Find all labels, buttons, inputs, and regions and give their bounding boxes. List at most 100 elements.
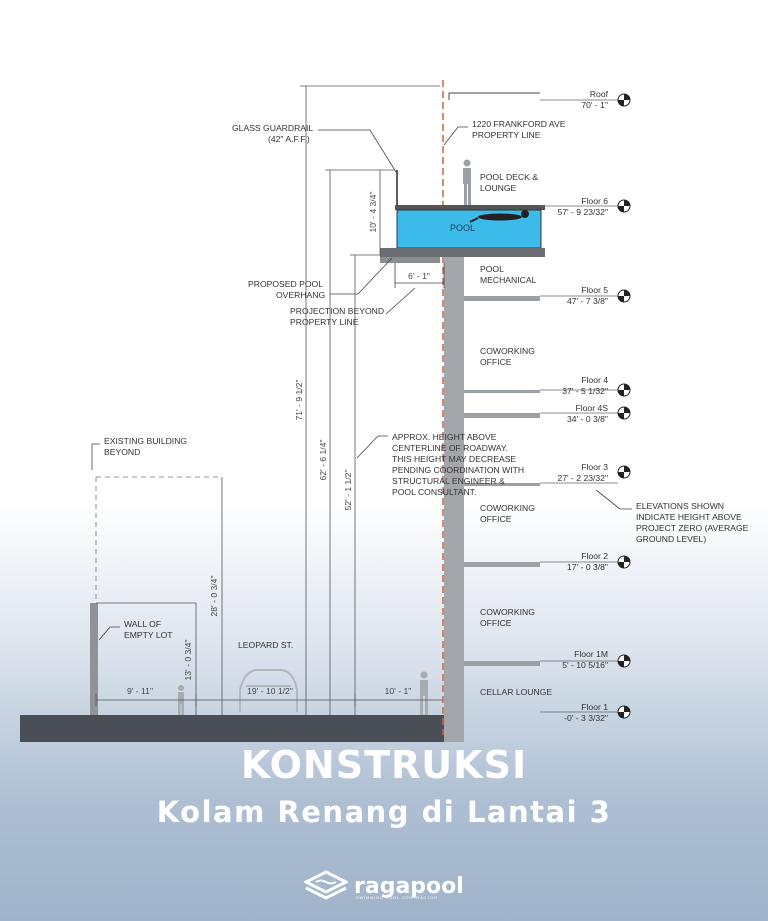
coworking-label: OFFICE xyxy=(480,514,512,524)
proposed-overhang-label: OVERHANG xyxy=(276,290,325,300)
level-marker-icon xyxy=(617,705,631,719)
approx-height-note: STRUCTURAL ENGINEER & xyxy=(392,476,505,486)
dim-label-62: 62' - 6 1/4" xyxy=(318,439,328,480)
coworking-label: OFFICE xyxy=(480,357,512,367)
level-markers xyxy=(617,93,631,719)
approx-height-note: THIS HEIGHT MAY DECREASE xyxy=(392,454,516,464)
ground-slab xyxy=(20,715,445,742)
wall-empty-lot-label: WALL OF xyxy=(124,619,161,629)
level-value: 57' - 9 23/32" xyxy=(557,207,608,217)
leader-line xyxy=(356,435,388,459)
person-figure-left xyxy=(178,685,184,715)
level-value: -0' - 3 3/32" xyxy=(564,713,608,723)
level-name: Floor 3 xyxy=(581,462,608,472)
level-marker-icon xyxy=(617,199,631,213)
dim-label-9-11: 9' - 11" xyxy=(127,686,153,696)
dim-label-10-4: 10' - 4 3/4" xyxy=(368,191,378,232)
projection-label: PROPERTY LINE xyxy=(290,317,359,327)
pool-mechanical-label: POOL xyxy=(480,264,504,274)
slab-floor-4 xyxy=(464,390,540,393)
pool-bottom-slab xyxy=(380,248,545,257)
pool-mechanical-label: MECHANICAL xyxy=(480,275,537,285)
level-name: Floor 4 xyxy=(581,375,608,385)
level-marker-icon xyxy=(617,289,631,303)
dim-label-71: 71' - 9 1/2" xyxy=(294,379,304,420)
level-name: Floor 4S xyxy=(576,403,609,413)
coworking-label: COWORKING xyxy=(480,346,535,356)
slab-floor-5 xyxy=(464,296,540,301)
coworking-label: OFFICE xyxy=(480,618,512,628)
level-marker-icon xyxy=(617,383,631,397)
level-marker-icon xyxy=(617,465,631,479)
leader-line xyxy=(385,287,416,315)
swimmer-figure xyxy=(469,210,529,223)
property-line-label: 1220 FRANKFORD AVE xyxy=(472,119,566,129)
level-value: 47' - 7 3/8" xyxy=(567,296,608,306)
car-figure xyxy=(239,669,298,712)
ground-dimensions xyxy=(95,694,443,706)
pool-deck-label: POOL DECK & xyxy=(480,172,538,182)
level-value: 37' - 5 1/32" xyxy=(562,386,608,396)
dim-label-13: 13' - 0 3/4" xyxy=(183,639,193,680)
level-value: 17' - 0 3/8" xyxy=(567,562,608,572)
dim-label-19: 19' - 10 1/2" xyxy=(247,686,293,696)
ragapool-logo-icon xyxy=(304,870,348,900)
elevations-note: INDICATE HEIGHT ABOVE xyxy=(636,512,742,522)
brand-name: ragapool xyxy=(354,873,464,899)
pool-deck-slab xyxy=(395,205,545,210)
pool-label: POOL xyxy=(450,223,475,233)
existing-building-outline xyxy=(95,476,222,603)
level-marker-icon xyxy=(617,406,631,420)
dim-label-6-1: 6' - 1" xyxy=(408,271,430,281)
empty-lot-wall xyxy=(90,603,98,715)
level-value: 34' - 0 3/8" xyxy=(567,414,608,424)
level-name: Floor 1 xyxy=(581,702,608,712)
level-value: 27' - 2 23/32" xyxy=(557,473,608,483)
pool-deck-label: LOUNGE xyxy=(480,183,517,193)
elevations-note: GROUND LEVEL) xyxy=(636,534,706,544)
brand-tagline: SWIMMING POOL CONTRACTOR xyxy=(356,895,438,900)
level-marker-icon xyxy=(617,555,631,569)
level-name: Roof xyxy=(590,89,609,99)
slab-floor-2 xyxy=(464,562,540,567)
dim-label-28: 28' - 0 3/4" xyxy=(209,575,219,616)
elevations-note: PROJECT ZERO (AVERAGE xyxy=(636,523,749,533)
proposed-overhang-label: PROPOSED POOL xyxy=(248,279,323,289)
level-name: Floor 1M xyxy=(574,649,608,659)
person-figure-right xyxy=(420,671,428,715)
leopard-st-label: LEOPARD ST. xyxy=(238,640,293,650)
subtitle-kolam-renang: Kolam Renang di Lantai 3 xyxy=(156,795,612,829)
existing-building-label: BEYOND xyxy=(104,447,140,457)
slab-floor-3 xyxy=(464,483,540,486)
approx-height-note: CENTERLINE OF ROADWAY. xyxy=(392,443,508,453)
approx-height-note: APPROX. HEIGHT ABOVE xyxy=(392,432,497,442)
title-konstruksi: KONSTRUKSI xyxy=(240,743,528,787)
level-marker-icon xyxy=(617,654,631,668)
coworking-label: COWORKING xyxy=(480,503,535,513)
projection-label: PROJECTION BEYOND xyxy=(290,306,384,316)
level-value: 5' - 10 5/16" xyxy=(562,660,608,670)
level-name: Floor 6 xyxy=(581,196,608,206)
cellar-lounge-label: CELLAR LOUNGE xyxy=(480,687,552,697)
vertical-dimensions xyxy=(300,85,440,715)
leader-line xyxy=(318,129,397,173)
coworking-label: COWORKING xyxy=(480,607,535,617)
slab-floor-4s xyxy=(464,413,540,418)
leader-line xyxy=(91,443,100,470)
level-value: 70' - 1" xyxy=(581,100,608,110)
property-line-label: PROPERTY LINE xyxy=(472,130,541,140)
existing-building-label: EXISTING BUILDING xyxy=(104,436,187,446)
person-figure-deck xyxy=(463,159,471,205)
level-name: Floor 5 xyxy=(581,285,608,295)
level-marker-icon xyxy=(617,93,631,107)
slab-floor-1m xyxy=(464,661,540,666)
approx-height-note: PENDING COORDINATION WITH xyxy=(392,465,524,475)
building-wall xyxy=(444,256,464,742)
glass-guardrail-label: GLASS GUARDRAIL xyxy=(232,123,313,133)
glass-guardrail-label: (42" A.F.F.) xyxy=(268,134,310,144)
leader-line xyxy=(98,626,120,641)
dim-label-10-1: 10' - 1" xyxy=(385,686,412,696)
approx-height-note: POOL CONSULTANT. xyxy=(392,487,476,497)
